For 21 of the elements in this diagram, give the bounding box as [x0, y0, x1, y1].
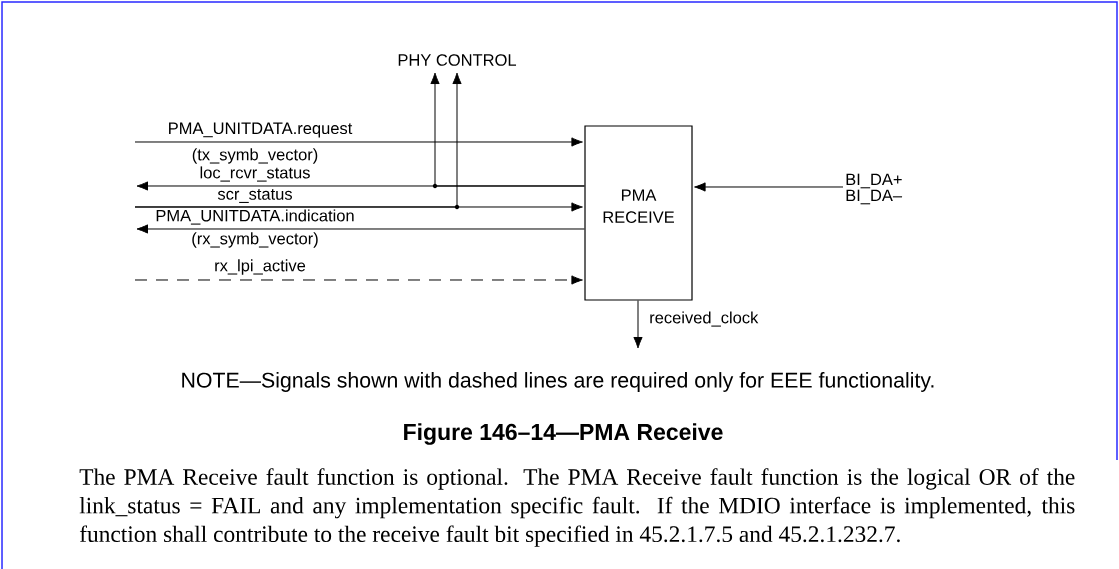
figure-caption: Figure 146–14—PMA Receive [404, 423, 723, 445]
signal-label: PMA_UNITDATA.request [169, 122, 353, 138]
signal-label: (tx_symb_vector) [192, 148, 318, 164]
signal-arrow [134, 72, 462, 208]
signal-arrow [633, 300, 643, 349]
signal-label: PMA_UNITDATA.indication [156, 209, 354, 225]
note-text: NOTE—Signals shown with dashed lines are required only for EEE functionality. [182, 372, 934, 392]
signal-arrow [134, 137, 583, 147]
process-box: PMA RECEIVE [584, 125, 693, 301]
signal-label: scr_status [217, 189, 292, 203]
signal-label: received_clock [650, 311, 759, 327]
body-paragraph: The PMA Receive fault function is optional. The PMA Receive fault function is the logical OR of the link_status = FAIL and any implementation specific fault. If the MDIO interface is implemented, this function shall contribute to the receive fault bit specified in 45.2.1.7.5 and 45.2.1.232.7. [79, 468, 1075, 547]
signal-arrow [134, 275, 583, 285]
arrow [694, 182, 844, 192]
signal-arrow [136, 224, 585, 234]
signal-label: (rx_symb_vector) [192, 232, 318, 248]
arrow [430, 72, 585, 187]
signal-label: BI_DA+ BI_DA– [846, 173, 903, 205]
signal-label: rx_lpi_active [215, 259, 306, 275]
signal-label: PHY CONTROL [398, 54, 517, 66]
signal-label: loc_rcvr_status [200, 166, 310, 182]
